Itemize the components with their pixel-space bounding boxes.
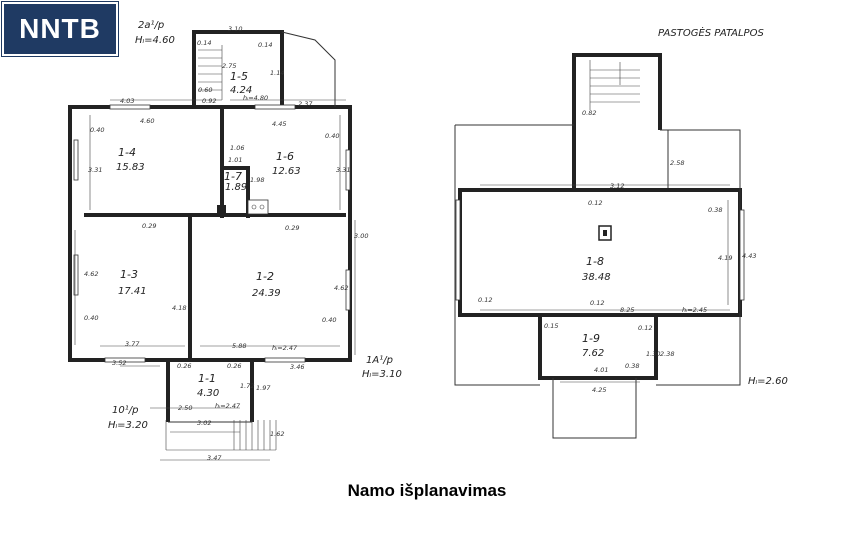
dim-label: 4.43 (742, 252, 756, 260)
dim-label: hₗ=2.45 (682, 306, 707, 314)
dim-label: 0.92 (202, 97, 216, 105)
room-1-9-id: 1-9 (582, 332, 600, 345)
left-plan-details (73, 31, 356, 461)
dim-label: 3.52 (112, 359, 126, 367)
dim-label: 0.40 (325, 132, 339, 140)
dim-label: 0.29 (285, 224, 299, 232)
upper-level-label: 2a¹/p (138, 20, 164, 31)
dim-label: 3.31 (336, 166, 350, 174)
dim-label: 2.75 (222, 62, 236, 70)
dim-label: 3.12 (610, 182, 624, 190)
attic-height-label: Hₗ=2.60 (748, 376, 788, 387)
room-1-9-area: 7.62 (582, 348, 604, 359)
entry-level-label: 10¹/p (112, 405, 138, 416)
dim-label: hₗ=4.80 (243, 94, 268, 102)
dim-label: 3.47 (207, 454, 222, 462)
dim-label: 4.01 (594, 366, 608, 374)
room-1-2-id: 1-2 (256, 270, 274, 283)
dim-label: 4.19 (718, 254, 732, 262)
dim-label: 0.26 (227, 362, 241, 370)
dim-label: hₗ=2.47 (272, 344, 298, 352)
dim-label: 4.18 (172, 304, 186, 312)
dim-label: 4.03 (120, 97, 134, 105)
dim-label: 4.62 (334, 284, 348, 292)
dim-label: 1.98 (250, 176, 264, 184)
floor-plan-drawing: 2a¹/p Hₗ=4.60 1A¹/p Hₗ=3.10 10¹/p Hₗ=3.2… (68, 20, 788, 462)
entry-height-label: Hₗ=3.20 (108, 420, 148, 431)
left-plan-dimensions: 3.10 0.14 0.14 2.75 1.14 0.60 0.92 hₗ=4.… (84, 25, 368, 462)
dim-label: 0.12 (590, 299, 604, 307)
dim-label: 0.82 (582, 109, 596, 117)
room-1-4-area: 15.83 (116, 162, 145, 173)
dim-label: 5.88 (232, 342, 246, 350)
main-level-label: 1A¹/p (366, 355, 393, 366)
dim-label: 0.38 (708, 206, 722, 214)
dim-label: 3.46 (290, 363, 304, 371)
dim-label: 8.25 (620, 306, 634, 314)
dim-label: 4.62 (84, 270, 98, 278)
dim-label: 1.14 (270, 69, 284, 77)
room-1-6-area: 12.63 (272, 166, 301, 177)
dim-label: 1.06 (230, 144, 244, 152)
dim-label: 0.12 (638, 324, 652, 332)
dim-label: 4.45 (272, 120, 286, 128)
dim-label: 0.12 (478, 296, 492, 304)
dim-label: 3.77 (125, 340, 140, 348)
dim-label: 3.31 (88, 166, 102, 174)
dim-label: 3.00 (354, 232, 368, 240)
dim-label: 0.38 (625, 362, 639, 370)
dim-label: 2.50 (178, 404, 192, 412)
dim-label: 1.97 (256, 384, 271, 392)
dim-label: 2.37 (298, 100, 313, 108)
dim-label: hₗ=2.47 (215, 402, 241, 410)
dim-label: 4.60 (140, 117, 154, 125)
room-1-1-id: 1-1 (198, 372, 216, 385)
room-1-5-area: 4.24 (230, 85, 252, 96)
dim-label: 2.58 (670, 159, 684, 167)
dim-label: 4.25 (592, 386, 606, 394)
dim-label: 0.14 (258, 41, 272, 49)
right-plan-dimensions: 0.82 3.12 0.12 0.38 2.58 4.19 4.43 0.12 … (478, 109, 756, 394)
room-1-4-id: 1-4 (118, 146, 136, 159)
nntb-logo: NNTB (1, 1, 119, 57)
room-1-8-id: 1-8 (586, 255, 604, 268)
dim-label: 0.12 (588, 199, 602, 207)
dim-label: 0.60 (198, 86, 212, 94)
dim-label: 1.30 (646, 350, 660, 358)
room-1-3-area: 17.41 (118, 286, 147, 297)
dim-label: 3.10 (228, 25, 242, 33)
dim-label: 0.40 (84, 314, 98, 322)
right-plan-walls (458, 53, 742, 439)
dim-label: 2.38 (660, 350, 674, 358)
left-plan-walls (68, 30, 352, 423)
dim-label: 1.62 (270, 430, 284, 438)
room-1-6-id: 1-6 (276, 150, 294, 163)
dim-label: 0.40 (322, 316, 336, 324)
dim-label: 0.40 (90, 126, 104, 134)
dim-label: 0.14 (197, 39, 211, 47)
room-1-7-id: 1-7 (224, 170, 242, 183)
attic-title: PASTOGĖS PATALPOS (658, 26, 764, 39)
dim-label: 0.26 (177, 362, 191, 370)
room-1-8-area: 38.48 (582, 272, 611, 283)
dim-label: 1.01 (228, 156, 242, 164)
right-plan-details (454, 60, 745, 386)
room-1-1-area: 4.30 (197, 388, 219, 399)
main-height-label: Hₗ=3.10 (362, 369, 402, 380)
caption: Namo išplanavimas (347, 481, 507, 500)
left-plan-labels: 2a¹/p Hₗ=4.60 1A¹/p Hₗ=3.10 10¹/p Hₗ=3.2… (108, 20, 402, 431)
dim-label: 3.02 (197, 419, 211, 427)
room-1-7-area: 1.89 (225, 182, 247, 193)
room-1-2-area: 24.39 (252, 288, 281, 299)
dim-label: 0.15 (544, 322, 558, 330)
right-plan-labels: PASTOGĖS PATALPOS Hₗ=2.60 1-8 38.48 1-9 … (582, 26, 788, 387)
upper-height-label: Hₗ=4.60 (135, 35, 175, 46)
room-1-5-id: 1-5 (230, 70, 248, 83)
dim-label: 0.29 (142, 222, 156, 230)
room-1-3-id: 1-3 (120, 268, 138, 281)
dim-label: 1.72 (240, 382, 254, 390)
